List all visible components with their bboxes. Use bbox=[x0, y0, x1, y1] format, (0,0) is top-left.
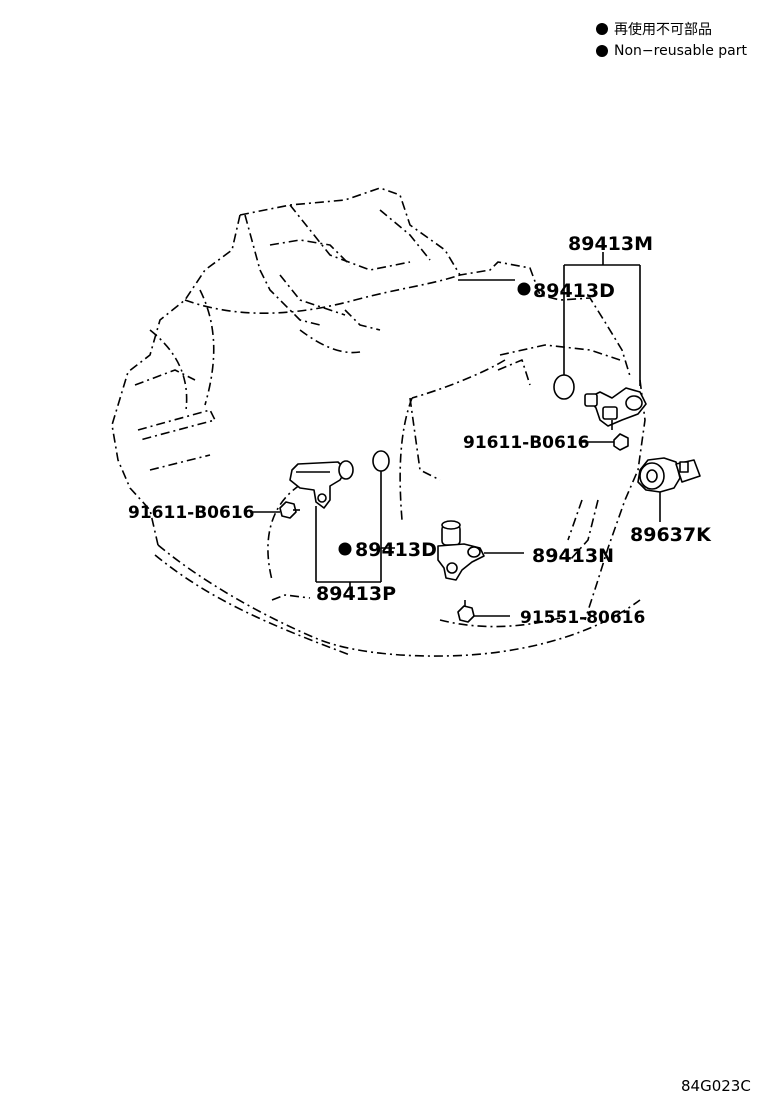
bolt-left-icon bbox=[279, 501, 300, 519]
bolt-top-icon bbox=[613, 433, 629, 451]
speed-sensor-89413n bbox=[437, 520, 485, 581]
diagram-code: 84G023C bbox=[681, 1077, 751, 1095]
switch-89637k bbox=[637, 457, 701, 493]
label-91611-top: 91611-B0616 bbox=[463, 433, 589, 453]
label-89413d-left: 89413D bbox=[355, 539, 437, 561]
label-89413n: 89413N bbox=[532, 545, 614, 567]
non-reusable-dot-icon bbox=[338, 542, 352, 556]
bolt-center-icon bbox=[457, 600, 475, 623]
non-reusable-dot-icon bbox=[517, 282, 531, 296]
legend-text-ja: 再使用不可部品 bbox=[614, 22, 712, 38]
label-89413d-top: 89413D bbox=[533, 280, 615, 302]
oring-top-icon bbox=[553, 374, 575, 400]
non-reusable-dot-icon bbox=[596, 23, 608, 35]
transmission-housing-outline bbox=[111, 187, 646, 657]
label-91551: 91551-80616 bbox=[520, 608, 645, 628]
speed-sensor-89413m bbox=[584, 387, 647, 430]
speed-sensor-89413p bbox=[289, 460, 354, 509]
legend-row-en: Non−reusable part bbox=[596, 40, 747, 62]
legend: 再使用不可部品 Non−reusable part bbox=[596, 18, 747, 62]
leader-lines bbox=[250, 252, 661, 617]
legend-row-ja: 再使用不可部品 bbox=[596, 18, 747, 40]
label-91611-left: 91611-B0616 bbox=[128, 503, 254, 523]
legend-text-en: Non−reusable part bbox=[614, 43, 747, 59]
oring-left-icon bbox=[372, 450, 390, 472]
label-89637k: 89637K bbox=[630, 524, 712, 546]
label-89413m: 89413M bbox=[568, 233, 653, 255]
non-reusable-dot-icon bbox=[596, 45, 608, 57]
label-89413p: 89413P bbox=[316, 583, 396, 605]
